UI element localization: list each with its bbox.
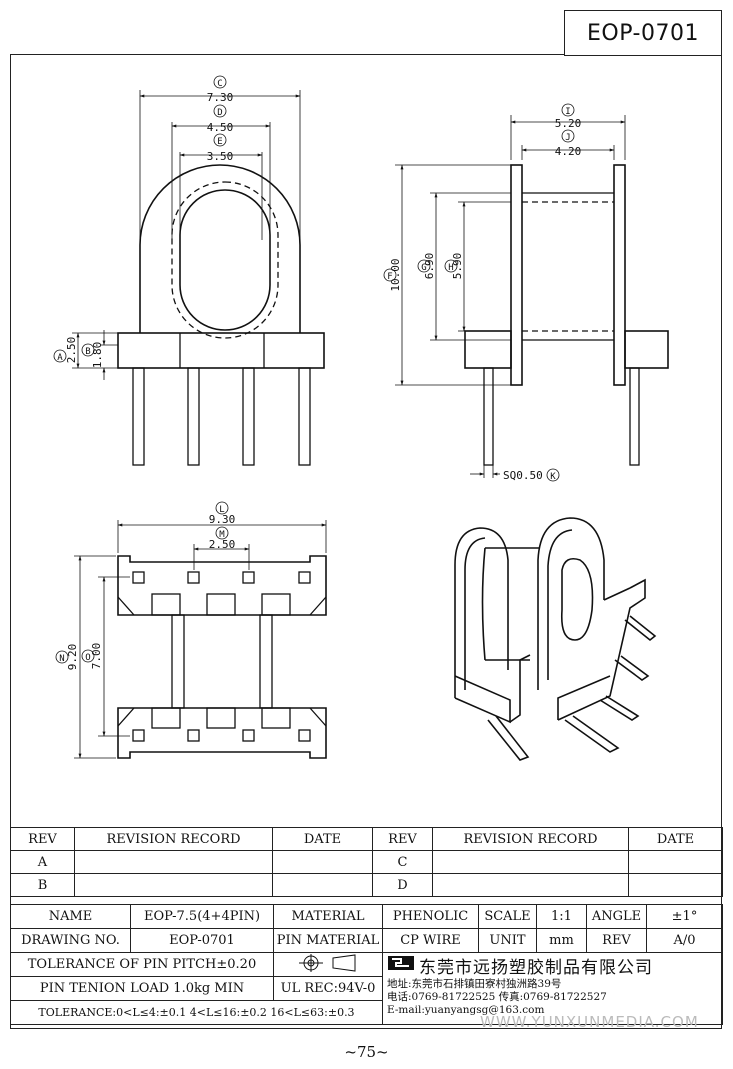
tolerance-pitch: TOLERANCE OF PIN PITCH±0.20 (10, 952, 274, 977)
date-cell (628, 850, 723, 874)
rev-cell: D (372, 873, 433, 897)
company-header: 东莞市远扬塑胶制品有限公司 (384, 954, 722, 978)
date-cell (272, 873, 373, 897)
record-cell (432, 873, 629, 897)
angle-value: ±1° (646, 904, 723, 929)
dim-l-value: 9.30 (209, 513, 236, 526)
scale-label: SCALE (478, 904, 537, 929)
date-cell (272, 850, 373, 874)
dim-i-label: I (565, 107, 570, 117)
projection-symbol (273, 952, 383, 977)
side-view (395, 115, 669, 478)
rev-cell: B (10, 873, 75, 897)
dim-d-label: D (217, 108, 222, 118)
record-cell (432, 850, 629, 874)
dim-k-value: SQ0.50 (503, 469, 543, 482)
tolerance-ranges: TOLERANCE:0<L≤4:±0.1 4<L≤16:±0.2 16<L≤63… (10, 1000, 383, 1025)
material-value: PHENOLIC (382, 904, 479, 929)
revision-record-header: REVISION RECORD (432, 827, 629, 851)
dim-a-value: 2.50 (65, 337, 78, 364)
angle-label: ANGLE (586, 904, 647, 929)
dim-n-value: 9.20 (66, 644, 79, 671)
dim-g-label: G (421, 263, 426, 273)
name-value: EOP-7.5(4+4PIN) (130, 904, 274, 929)
pin-material-value: CP WIRE (382, 928, 479, 953)
dim-m-value: 2.50 (209, 538, 236, 551)
dim-o-value: 7.00 (90, 643, 103, 670)
rev-label: REV (586, 928, 647, 953)
dim-c-label: C (217, 79, 222, 89)
revision-row: B D (10, 873, 723, 897)
company-address: 地址:东莞市石排镇田寮村独洲路39号 (387, 978, 562, 990)
drawing-no-label: DRAWING NO. (10, 928, 131, 953)
pin-load: PIN TENION LOAD 1.0kg MIN (10, 976, 274, 1001)
record-cell (74, 873, 273, 897)
dim-b-label: B (85, 347, 90, 357)
unit-value: mm (536, 928, 587, 953)
company-logo-icon (388, 955, 414, 970)
dim-o-label: O (85, 653, 90, 663)
scale-value: 1:1 (536, 904, 587, 929)
dim-i-value: 5.20 (555, 117, 582, 130)
rev-header: REV (372, 827, 433, 851)
date-header: DATE (628, 827, 723, 851)
rev-value: A/0 (646, 928, 723, 953)
rev-header: REV (10, 827, 75, 851)
drawing-no-value: EOP-0701 (130, 928, 274, 953)
dim-g-value: 6.90 (423, 253, 436, 280)
revision-record-header: REVISION RECORD (74, 827, 273, 851)
dim-j-label: J (565, 133, 570, 143)
rev-cell: A (10, 850, 75, 874)
dim-a-label: A (57, 353, 63, 363)
dim-b-value: 1.80 (91, 342, 104, 369)
dim-f-value: 10.00 (389, 258, 402, 291)
record-cell (74, 850, 273, 874)
ul-rating: UL REC:94V-0 (273, 976, 383, 1001)
front-view (72, 90, 325, 466)
revision-row: A C (10, 850, 723, 874)
unit-label: UNIT (478, 928, 537, 953)
drawing-frame (10, 54, 722, 1029)
dim-l-label: L (219, 505, 224, 515)
dim-h-label: H (448, 263, 453, 273)
name-label: NAME (10, 904, 131, 929)
part-number-title: EOP-0701 (564, 10, 722, 56)
pin-material-label: PIN MATERIAL (273, 928, 383, 953)
page-number: ~75~ (344, 1043, 389, 1061)
isometric-view (454, 517, 657, 761)
dim-h-value: 5.90 (451, 253, 464, 280)
watermark: WWW.YUNXUNMEDIA.COM (480, 1013, 699, 1031)
dim-d-value: 4.50 (207, 121, 234, 134)
dim-j-value: 4.20 (555, 145, 582, 158)
revision-table: REV REVISION RECORD DATE REV REVISION RE… (10, 827, 723, 897)
company-email: E-mail:yuanyangsg@163.com (387, 1004, 545, 1016)
material-label: MATERIAL (273, 904, 383, 929)
date-header: DATE (272, 827, 373, 851)
rev-cell: C (372, 850, 433, 874)
bottom-view (74, 520, 327, 759)
dim-e-value: 3.50 (207, 150, 234, 163)
company-block: 东莞市远扬塑胶制品有限公司 地址:东莞市石排镇田寮村独洲路39号 电话:0769… (382, 952, 723, 1025)
projection-icon (299, 953, 356, 972)
dim-k-label: K (550, 472, 556, 482)
dim-c-value: 7.30 (207, 91, 234, 104)
date-cell (628, 873, 723, 897)
company-phone: 电话:0769-81722525 传真:0769-81722527 (387, 991, 607, 1003)
revision-header-row: REV REVISION RECORD DATE REV REVISION RE… (10, 827, 723, 851)
dim-n-label: N (59, 654, 64, 664)
dim-e-label: E (217, 137, 222, 147)
company-name: 东莞市远扬塑胶制品有限公司 (419, 958, 653, 978)
title-block: NAME EOP-7.5(4+4PIN) MATERIAL PHENOLIC S… (10, 904, 723, 1025)
dim-m-label: M (219, 530, 225, 540)
frame-top-border (10, 54, 564, 55)
dim-f-label: F (387, 272, 392, 282)
